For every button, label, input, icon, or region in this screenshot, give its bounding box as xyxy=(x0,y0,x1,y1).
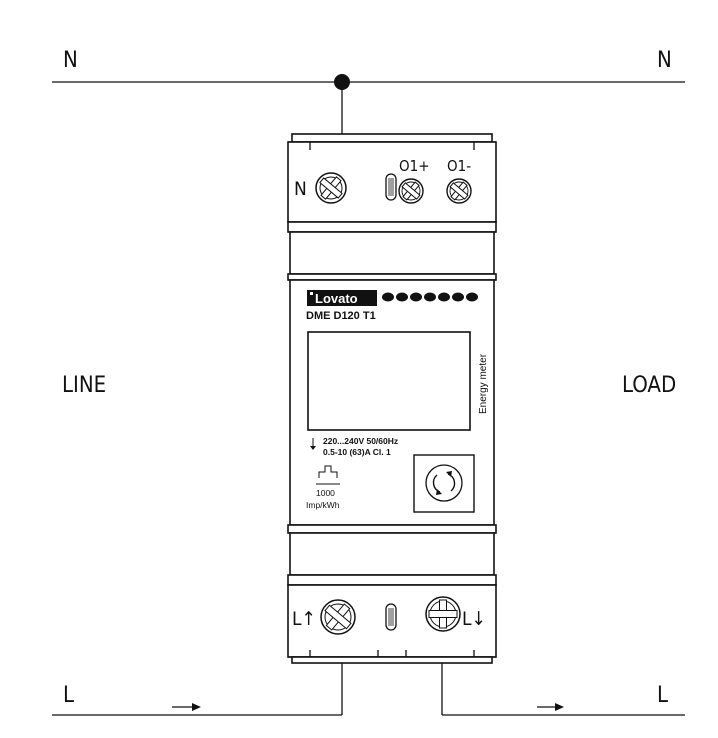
pulse-unit: Imp/kWh xyxy=(306,500,340,510)
led-indicator-bottom-icon xyxy=(385,603,397,631)
led-indicator-top-icon xyxy=(385,173,397,201)
terminal-o1-minus-label: O1- xyxy=(447,157,471,175)
pulse-output-icon xyxy=(316,465,340,485)
terminal-l-out-screw-icon xyxy=(425,596,461,632)
terminal-l-in-screw-icon xyxy=(320,599,356,635)
line-label: LINE xyxy=(62,373,106,398)
terminal-o1-plus-label: O1+ xyxy=(399,157,430,175)
svg-text:Lovato: Lovato xyxy=(315,291,358,306)
terminal-o1-minus-screw-icon xyxy=(446,178,472,204)
refresh-icon xyxy=(432,471,456,495)
terminal-n-screw-icon xyxy=(315,172,347,204)
line-arrow-icon xyxy=(172,703,201,711)
terminal-o1-plus-screw-icon xyxy=(398,178,424,204)
lcd-display xyxy=(307,331,471,431)
load-arrow-icon xyxy=(537,703,564,711)
energy-meter-side-label: Energy meter xyxy=(478,353,489,414)
pulse-value: 1000 xyxy=(316,488,335,498)
load-label: LOAD xyxy=(622,373,676,398)
l-left-label: L xyxy=(63,683,74,708)
lovato-logo: Lovato xyxy=(307,290,377,306)
n-right-label: N xyxy=(657,48,672,73)
earth-icon xyxy=(310,438,316,450)
reset-button[interactable] xyxy=(413,454,475,513)
n-left-label: N xyxy=(63,48,78,73)
l-right-label: L xyxy=(657,683,668,708)
meter-model: DME D120 T1 xyxy=(306,310,376,322)
indicator-dots xyxy=(382,292,478,302)
spec-current: 0.5-10 (63)A Cl. 1 xyxy=(323,447,391,457)
terminal-l-out-label: L↓ xyxy=(462,608,486,630)
spec-voltage: 220...240V 50/60Hz xyxy=(323,436,398,446)
terminal-n-label: N xyxy=(294,178,307,200)
terminal-l-in-label: L↑ xyxy=(292,608,316,630)
